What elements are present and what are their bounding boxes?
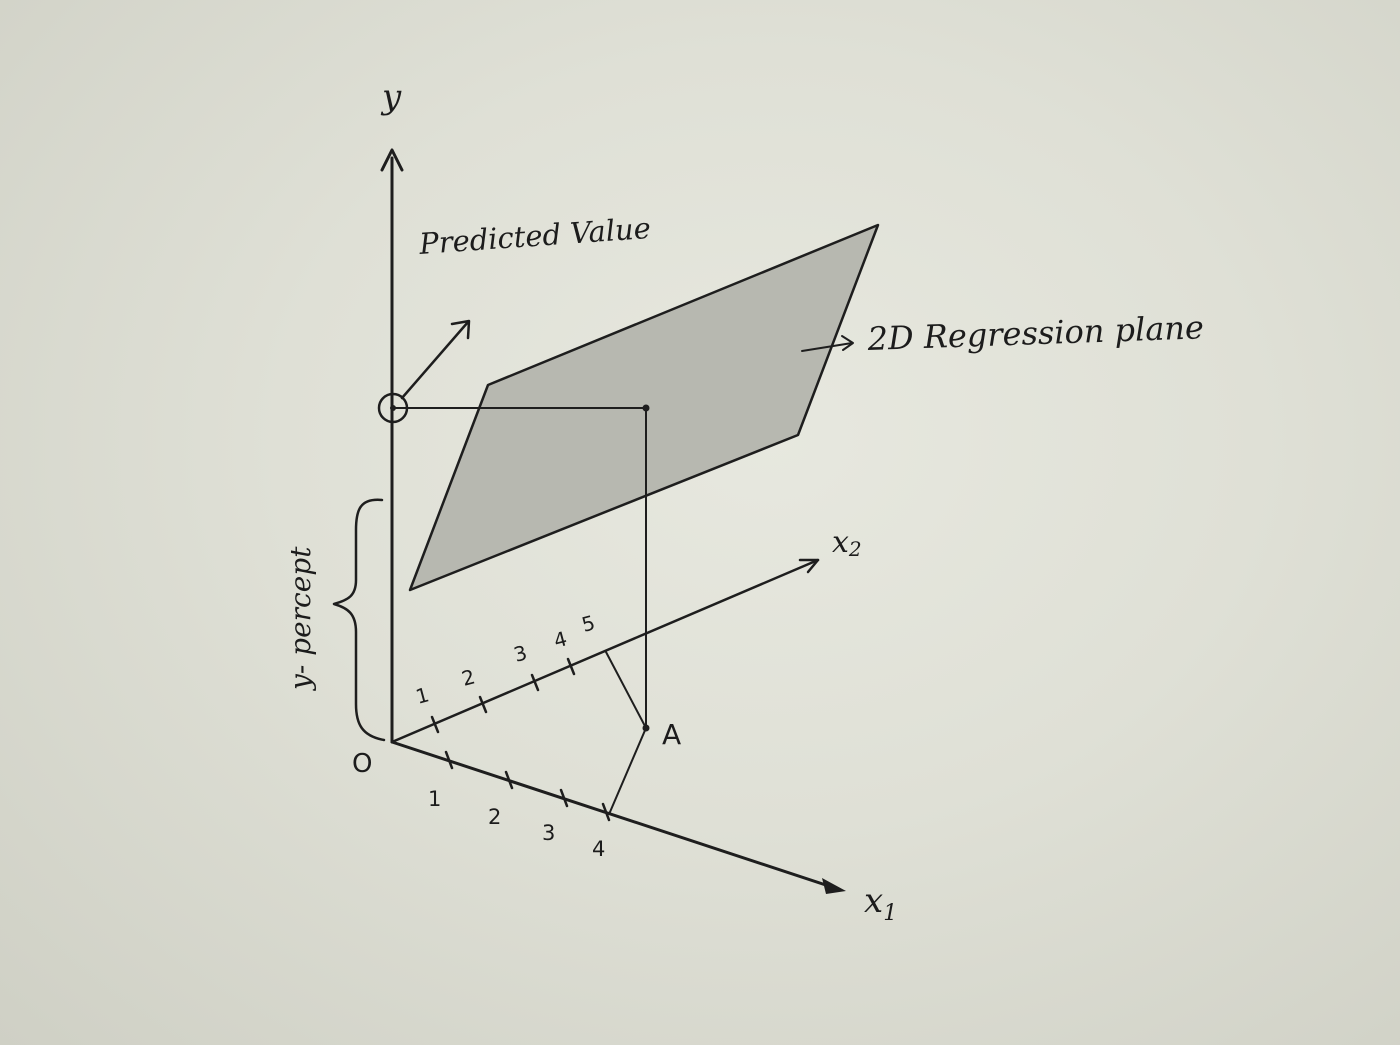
x2-ticks bbox=[430, 657, 576, 734]
x1-tick-label-2: 2 bbox=[488, 805, 501, 829]
x2-axis-letter: x bbox=[832, 525, 849, 560]
x2-axis-subscript: 2 bbox=[848, 537, 862, 561]
x1-tick-label-3: 3 bbox=[542, 821, 555, 845]
x2-tick-label-1: 1 bbox=[413, 682, 432, 708]
x2-tick-labels: 1 2 3 4 5 bbox=[413, 610, 598, 708]
x2-tick-label-2: 2 bbox=[459, 664, 478, 690]
y-axis-arrowhead bbox=[380, 148, 404, 172]
x2-tick-4 bbox=[566, 657, 576, 676]
x2-tick-label-3: 3 bbox=[511, 640, 530, 666]
plane-label-pointer bbox=[801, 342, 853, 352]
predicted-value-label: Predicted Value bbox=[417, 211, 652, 261]
plane-label-pointer-head bbox=[841, 335, 854, 351]
x2-tick-label-4: 4 bbox=[551, 626, 570, 652]
x1-tick-3 bbox=[559, 788, 569, 808]
x1-axis-arrowhead bbox=[822, 878, 846, 894]
y-intercept-label: y- percept bbox=[284, 546, 317, 692]
x1-axis-label: x1 bbox=[864, 881, 897, 926]
x2-tick-2 bbox=[478, 695, 488, 714]
x1-axis-subscript: 1 bbox=[883, 901, 897, 926]
predicted-value-dot bbox=[390, 405, 396, 411]
predicted-value-pointer-head bbox=[450, 319, 471, 340]
x1-ticks bbox=[444, 750, 611, 822]
x2-axis-label: x2 bbox=[832, 525, 862, 561]
x1-tick-4 bbox=[601, 802, 611, 822]
predicted-value-pointer bbox=[400, 320, 470, 400]
x1-axis-letter: x bbox=[864, 881, 883, 921]
x2-tick-1 bbox=[430, 715, 440, 734]
x2-axis-arrowhead bbox=[798, 558, 820, 574]
x2-tick-label-5: 5 bbox=[579, 610, 598, 636]
y-axis-label: y bbox=[380, 77, 402, 117]
intercept-brace bbox=[332, 498, 386, 742]
x1-tick-label-1: 1 bbox=[428, 787, 441, 811]
regression-plane-label: 2D Regression plane bbox=[866, 308, 1205, 358]
projection-a-to-x1 bbox=[609, 727, 647, 813]
point-a-dot bbox=[642, 724, 650, 732]
predicted-value-marker bbox=[377, 392, 409, 424]
projection-a-to-x2 bbox=[605, 651, 647, 729]
origin-label: O bbox=[352, 749, 372, 779]
point-a-label: A bbox=[662, 718, 681, 751]
x1-tick-label-4: 4 bbox=[592, 837, 605, 861]
x1-tick-2 bbox=[504, 770, 514, 790]
plane-point-dot bbox=[642, 404, 650, 412]
x2-axis-line bbox=[390, 558, 820, 744]
x1-axis-line bbox=[390, 740, 840, 891]
x1-tick-labels: 1 2 3 4 bbox=[428, 787, 605, 861]
x2-tick-3 bbox=[530, 673, 540, 692]
x1-tick-1 bbox=[444, 750, 454, 770]
